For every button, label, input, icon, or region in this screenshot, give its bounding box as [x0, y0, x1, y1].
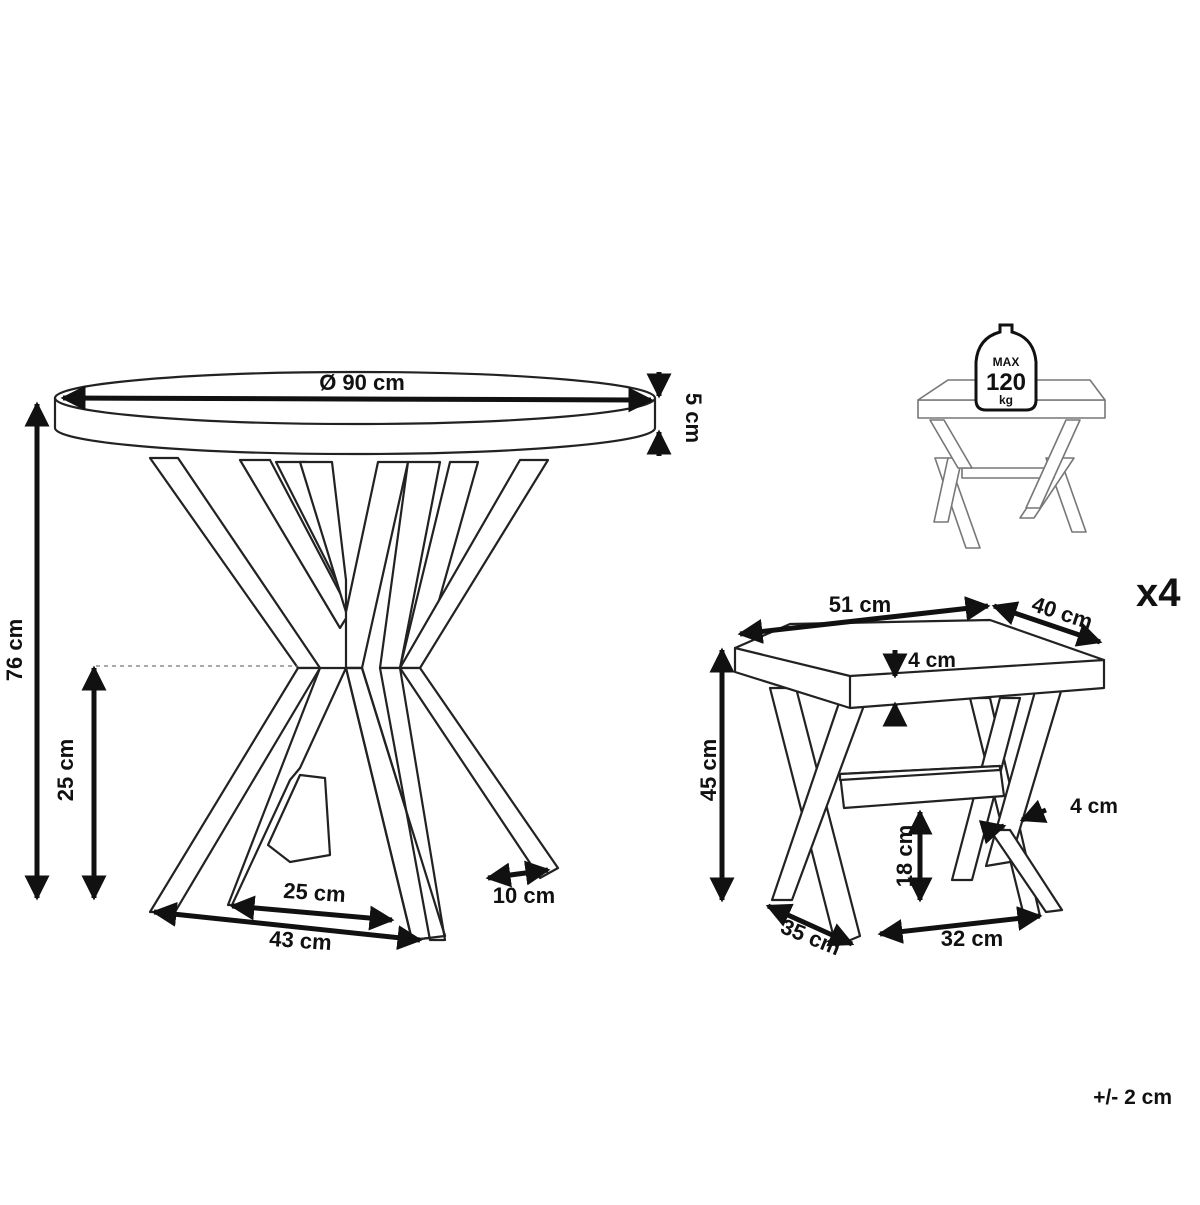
table-height-label: 76 cm [2, 619, 27, 681]
tolerance-note: +/- 2 cm [1093, 1086, 1172, 1109]
table-top-thickness-label: 5 cm [681, 393, 706, 443]
stool-quantity-label: x4 [1136, 571, 1181, 615]
stool-base-width-arrow [877, 906, 1043, 944]
load-weight-badge: MAX 120 kg [974, 323, 1038, 412]
stool-dimension-lines [709, 596, 1103, 947]
table-cross-height-label: 25 cm [53, 739, 78, 801]
stool-leg-width-label: 4 cm [1070, 795, 1118, 818]
foot-outer-arrow [151, 901, 423, 951]
foot-inner-arrow [229, 895, 395, 931]
round-table-drawing [53, 370, 657, 942]
stool-base-width-label: 32 cm [941, 926, 1003, 951]
table-legs [148, 456, 560, 942]
stool-base-depth-arrow [765, 903, 855, 947]
table-foot-outer-label: 43 cm [269, 926, 333, 955]
table-foot-inner-label: 25 cm [283, 878, 347, 907]
load-value: 120 [986, 369, 1026, 396]
stool-top-thickness-label: 4 cm [908, 649, 956, 672]
stool-drawing [733, 618, 1106, 948]
load-max-label: MAX [993, 355, 1020, 369]
table-dimension-lines [24, 372, 672, 951]
diameter-arrow [60, 385, 654, 413]
weight-icon [974, 323, 1038, 412]
load-unit: kg [999, 393, 1013, 407]
stool-height-label: 45 cm [696, 739, 721, 801]
stool-length-label: 51 cm [829, 592, 891, 617]
leg-width-arrow [485, 860, 551, 888]
stool-bar-height-label: 18 cm [892, 825, 917, 887]
stool-length-arrow [737, 596, 991, 644]
table-leg-width-label: 10 cm [493, 883, 555, 908]
table-diameter-label: Ø 90 cm [319, 370, 405, 395]
stool-depth-arrow [991, 601, 1103, 647]
stool-leg-width-arrow-b [978, 820, 1007, 845]
stool-leg-width-arrow [1019, 799, 1048, 823]
